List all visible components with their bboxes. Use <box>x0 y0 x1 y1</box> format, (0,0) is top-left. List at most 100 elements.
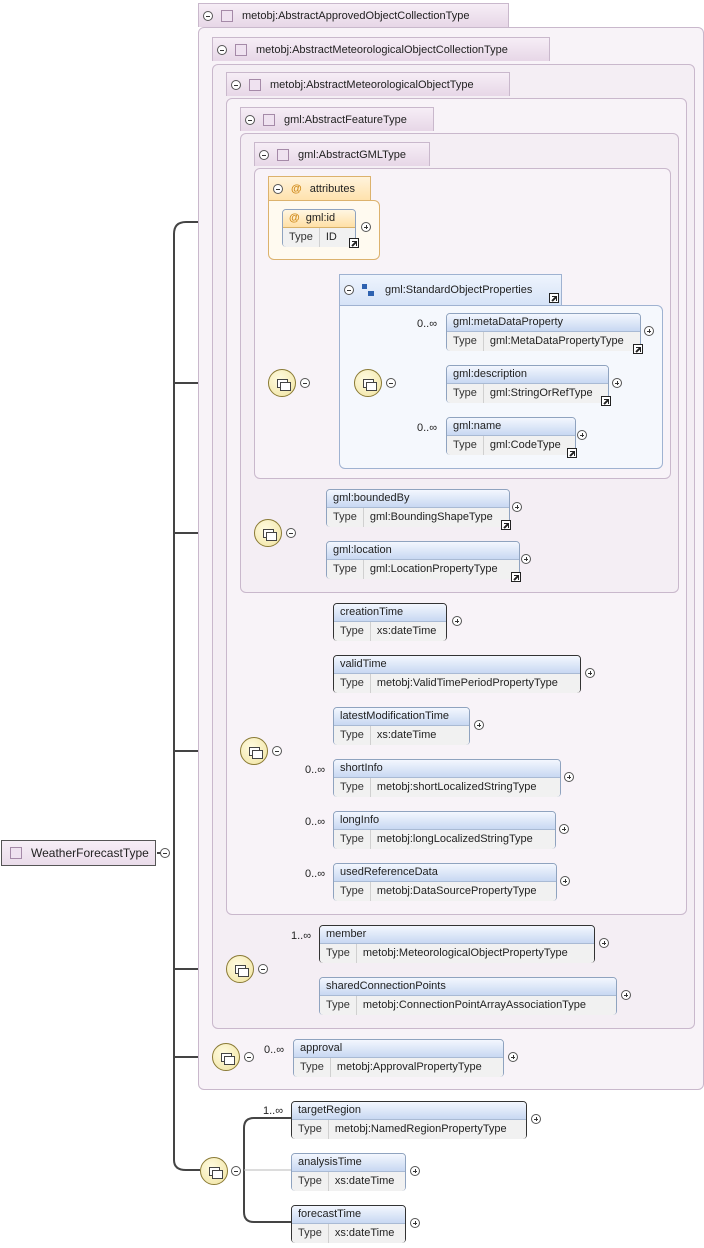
collapse-icon[interactable] <box>344 285 354 295</box>
expand-icon[interactable] <box>644 326 654 336</box>
type-value: metobj:ValidTimePeriodPropertyType <box>376 677 558 689</box>
expand-icon[interactable] <box>521 554 531 564</box>
collapse-icon[interactable] <box>300 378 310 388</box>
expand-icon[interactable] <box>452 616 462 626</box>
expand-icon[interactable] <box>531 1114 541 1124</box>
element-name: gml:name <box>447 418 575 436</box>
collapse-icon[interactable] <box>244 1052 254 1062</box>
type-value: metobj:ConnectionPointArrayAssociationTy… <box>362 999 587 1011</box>
expand-icon[interactable] <box>559 824 569 834</box>
type-link-icon[interactable] <box>349 238 359 248</box>
attribute-icon: @ <box>289 212 300 224</box>
base-type-tab-approved-collection[interactable]: metobj:AbstractApprovedObjectCollectionT… <box>198 3 509 27</box>
base-type-tab-met-object-collection[interactable]: metobj:AbstractMeteorologicalObjectColle… <box>212 37 550 61</box>
type-link-icon[interactable] <box>633 344 643 354</box>
sequence-compositor-icon[interactable] <box>240 737 268 765</box>
base-type-tab-met-object[interactable]: metobj:AbstractMeteorologicalObjectType <box>226 72 510 96</box>
collapse-icon[interactable] <box>259 149 269 160</box>
cardinality-label: 1..∞ <box>291 930 312 942</box>
type-label: Type <box>334 830 371 849</box>
sequence-compositor-icon[interactable] <box>354 369 382 397</box>
sequence-compositor-icon[interactable] <box>226 955 254 983</box>
group-icon <box>362 283 375 297</box>
complex-type-icon <box>235 43 247 56</box>
expand-icon[interactable] <box>612 378 622 388</box>
sequence-compositor-icon[interactable] <box>200 1157 228 1185</box>
sequence-compositor-icon[interactable] <box>268 369 296 397</box>
type-link-icon[interactable] <box>549 293 559 303</box>
sequence-compositor-icon[interactable] <box>212 1043 240 1071</box>
base-type-label: gml:AbstractGMLType <box>298 148 406 161</box>
type-link-icon[interactable] <box>601 396 611 406</box>
collapse-icon[interactable] <box>286 528 296 538</box>
collapse-icon[interactable] <box>203 10 213 21</box>
element-name: gml:description <box>447 366 608 384</box>
complex-type-icon <box>249 78 261 91</box>
type-value: metobj:MeteorologicalObjectPropertyType <box>362 947 568 959</box>
expand-icon[interactable] <box>410 1218 420 1228</box>
expand-icon[interactable] <box>361 222 371 232</box>
collapse-icon[interactable] <box>386 378 396 388</box>
type-link-icon[interactable] <box>501 520 511 530</box>
collapse-icon[interactable] <box>231 1166 241 1176</box>
type-value: metobj:longLocalizedStringType <box>376 833 533 845</box>
type-value: gml:CodeType <box>489 439 561 451</box>
base-type-tab-gml[interactable]: gml:AbstractGMLType <box>254 142 430 166</box>
type-link-icon[interactable] <box>511 572 521 582</box>
cardinality-label: 0..∞ <box>305 816 326 828</box>
expand-icon[interactable] <box>560 876 570 886</box>
collapse-icon[interactable] <box>273 183 283 194</box>
collapse-icon[interactable] <box>160 848 170 858</box>
type-value: gml:LocationPropertyType <box>369 563 498 575</box>
collapse-icon[interactable] <box>231 79 241 90</box>
complex-type-icon <box>221 9 233 22</box>
type-label: Type <box>327 560 364 579</box>
element-sharedConnectionPoints[interactable]: sharedConnectionPoints Type metobj:Connec… <box>319 977 617 1015</box>
type-label: Type <box>334 674 371 693</box>
expand-icon[interactable] <box>564 772 574 782</box>
type-value: gml:BoundingShapeType <box>369 511 493 523</box>
expand-icon[interactable] <box>508 1052 518 1062</box>
expand-icon[interactable] <box>577 430 587 440</box>
collapse-icon[interactable] <box>258 964 268 974</box>
collapse-icon[interactable] <box>245 114 255 125</box>
type-label: Type <box>320 996 357 1015</box>
type-value: metobj:DataSourcePropertyType <box>376 885 537 897</box>
type-label: Type <box>292 1172 329 1191</box>
element-name: creationTime <box>334 604 446 622</box>
expand-icon[interactable] <box>410 1166 420 1176</box>
expand-icon[interactable] <box>599 938 609 948</box>
element-name: usedReferenceData <box>334 864 556 882</box>
sequence-compositor-icon[interactable] <box>254 519 282 547</box>
collapse-icon[interactable] <box>217 44 227 55</box>
root-type-box[interactable]: WeatherForecastType <box>1 840 156 866</box>
element-name: sharedConnectionPoints <box>320 978 616 996</box>
expand-icon[interactable] <box>512 502 522 512</box>
attributes-tab[interactable]: @ attributes <box>268 176 371 200</box>
collapse-icon[interactable] <box>272 746 282 756</box>
type-link-icon[interactable] <box>567 448 577 458</box>
base-type-tab-feature[interactable]: gml:AbstractFeatureType <box>240 107 434 131</box>
element-name: gml:metaDataProperty <box>447 314 640 332</box>
expand-icon[interactable] <box>474 720 484 730</box>
group-tab[interactable]: gml:StandardObjectProperties <box>339 274 562 305</box>
expand-icon[interactable] <box>585 668 595 678</box>
expand-icon[interactable] <box>621 990 631 1000</box>
